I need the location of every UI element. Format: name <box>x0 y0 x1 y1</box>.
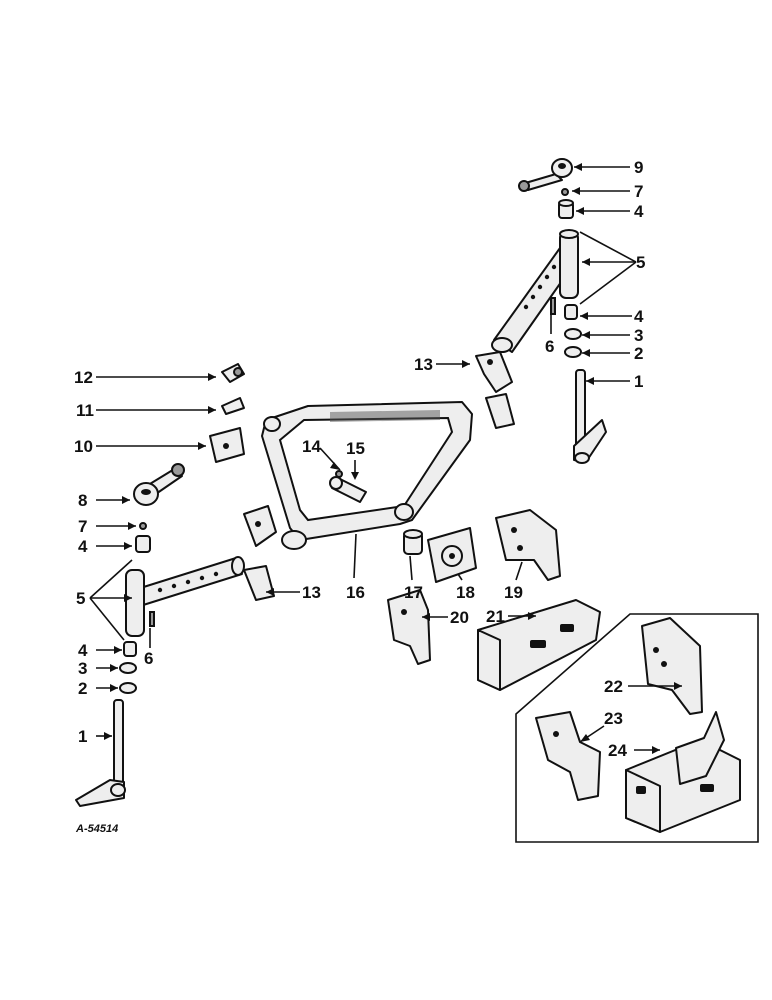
callout-4: 4 <box>634 307 644 326</box>
weight-bracket-22 <box>641 617 703 715</box>
bolt-left <box>149 611 155 627</box>
callout-10: 10 <box>74 437 93 456</box>
side-plate-19 <box>495 509 561 581</box>
callout-9: 9 <box>634 158 643 177</box>
bushing-upper-right <box>558 199 574 219</box>
leader-lines <box>89 163 682 754</box>
callout-12: 12 <box>74 368 93 387</box>
spindle-left <box>75 699 126 807</box>
weight-bracket-23 <box>535 711 601 801</box>
callout-11: 11 <box>76 401 94 420</box>
bracket-13-upper <box>475 351 515 429</box>
washer-left <box>119 682 137 694</box>
bushing-17 <box>403 529 423 555</box>
callout-22: 22 <box>604 677 623 696</box>
callout-21: 21 <box>486 607 505 626</box>
clip-11 <box>221 397 245 415</box>
spindle-right <box>573 369 607 464</box>
callout-18: 18 <box>456 583 475 602</box>
steering-arm-left <box>133 463 185 506</box>
callout-24: 24 <box>608 741 627 760</box>
callout-13: 13 <box>302 583 321 602</box>
thrust-washer-right <box>564 328 582 340</box>
callout-2: 2 <box>78 679 87 698</box>
washer-right <box>564 346 582 358</box>
callout-labels: 9 7 4 5 4 3 6 2 1 13 12 11 10 14 15 8 7 … <box>74 158 645 835</box>
pivot-bracket-18 <box>427 527 477 583</box>
callout-19: 19 <box>504 583 523 602</box>
steering-arm-right <box>518 158 573 192</box>
callout-5: 5 <box>76 589 85 608</box>
callout-1: 1 <box>634 372 643 391</box>
callout-4: 4 <box>78 537 88 556</box>
side-plate-20 <box>387 589 431 665</box>
drawing-code: A-54514 <box>75 823 118 835</box>
bolt-12 <box>221 363 245 383</box>
callout-17: 17 <box>404 583 423 602</box>
axle-extension-left <box>125 556 245 637</box>
axle-extension-right <box>491 229 579 353</box>
bracket-13-lower <box>243 505 277 601</box>
callout-2: 2 <box>634 344 643 363</box>
callout-3: 3 <box>78 659 87 678</box>
bushing-upper-left <box>135 535 151 553</box>
callout-15: 15 <box>346 439 365 458</box>
callout-14: 14 <box>302 437 321 456</box>
callout-20: 20 <box>450 608 469 627</box>
key-right <box>561 188 569 196</box>
callout-5: 5 <box>636 253 645 272</box>
callout-3: 3 <box>634 326 643 345</box>
callout-6: 6 <box>144 649 153 668</box>
callout-8: 8 <box>78 491 87 510</box>
callout-4: 4 <box>634 202 644 221</box>
callout-23: 23 <box>604 709 623 728</box>
callout-16: 16 <box>346 583 365 602</box>
callout-7: 7 <box>78 517 87 536</box>
callout-7: 7 <box>634 182 643 201</box>
bushing-lower-right <box>564 304 578 320</box>
pin-lock <box>335 470 343 478</box>
clamp-10 <box>209 427 245 463</box>
pivot-pin <box>329 476 367 503</box>
callout-6: 6 <box>545 337 554 356</box>
key-left <box>139 522 147 530</box>
thrust-washer-left <box>119 662 137 674</box>
center-support-frame <box>261 401 473 550</box>
inset-frame <box>515 613 759 843</box>
front-weight-bracket-21 <box>477 599 601 691</box>
callout-13: 13 <box>414 355 433 374</box>
callout-4: 4 <box>78 641 88 660</box>
bushing-lower-left <box>123 641 137 657</box>
front-weight-24 <box>625 711 741 833</box>
callout-1: 1 <box>78 727 87 746</box>
